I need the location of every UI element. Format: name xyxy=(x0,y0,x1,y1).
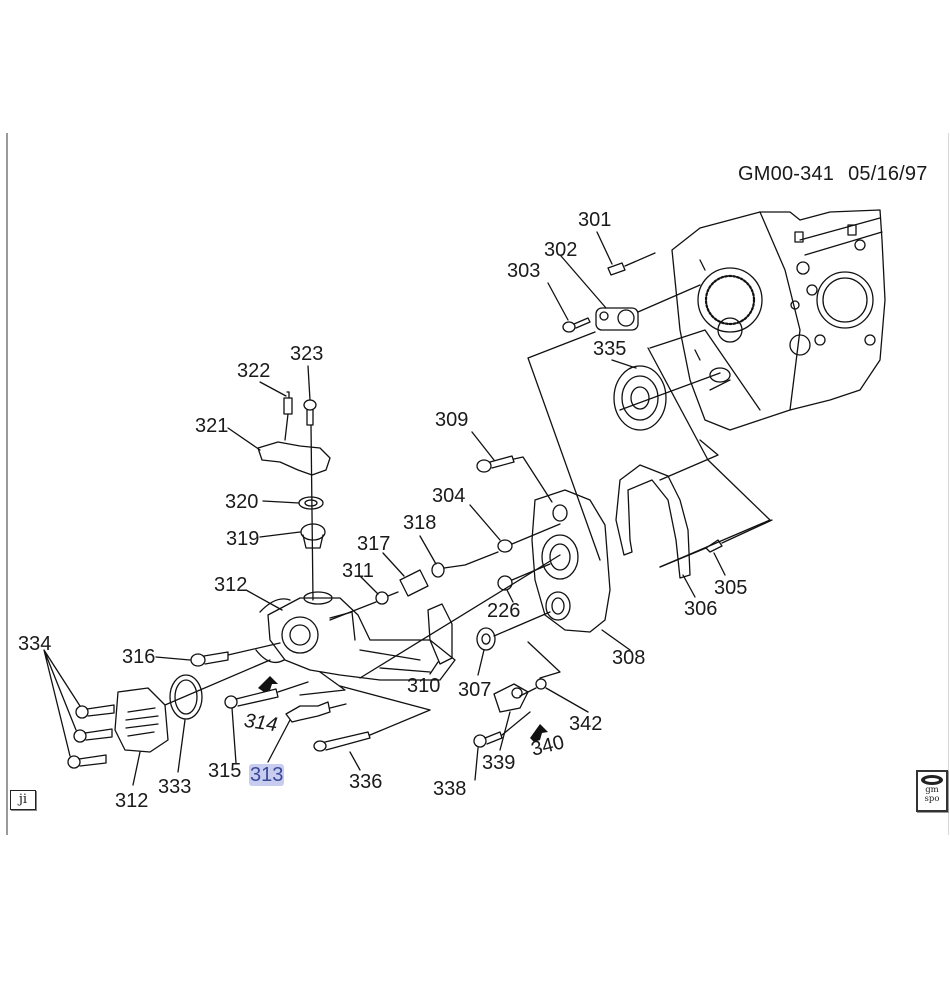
callout-317[interactable]: 317 xyxy=(357,533,391,555)
callout-311[interactable]: 311 xyxy=(342,560,374,582)
part-312-water-pump xyxy=(255,591,456,681)
callout-339[interactable]: 339 xyxy=(482,752,516,774)
part-342-oring xyxy=(535,678,547,690)
ji-label: ji xyxy=(18,792,28,807)
callout-342[interactable]: 342 xyxy=(569,713,603,735)
callout-318[interactable]: 318 xyxy=(403,512,437,534)
part-301-dowel xyxy=(607,262,626,276)
part-323-bolt xyxy=(303,399,317,426)
callout-304[interactable]: 304 xyxy=(432,485,466,507)
part-315-bolt xyxy=(224,688,279,709)
callout-314[interactable]: 314 xyxy=(242,709,279,737)
document-number: GM00-341 xyxy=(738,163,835,185)
part-306-gasket xyxy=(615,464,691,579)
part-338-bolt xyxy=(473,731,503,748)
callout-305[interactable]: 305 xyxy=(714,577,748,599)
part-322-sensor xyxy=(283,391,293,415)
callout-312-cover[interactable]: 312 xyxy=(115,790,149,812)
arrow-340 xyxy=(530,724,548,742)
callout-319[interactable]: 319 xyxy=(226,528,260,550)
callout-226[interactable]: 226 xyxy=(487,600,521,622)
callout-322[interactable]: 322 xyxy=(237,360,271,382)
callout-316[interactable]: 316 xyxy=(122,646,156,668)
part-311-ring xyxy=(375,591,389,605)
callout-309[interactable]: 309 xyxy=(435,409,469,431)
callout-308[interactable]: 308 xyxy=(612,647,646,669)
callout-307[interactable]: 307 xyxy=(458,679,492,701)
callout-315[interactable]: 315 xyxy=(208,760,242,782)
callout-323[interactable]: 323 xyxy=(290,343,324,365)
spo-icon-text: gm spo xyxy=(918,786,946,804)
callout-310[interactable]: 310 xyxy=(407,675,441,697)
arrow-314 xyxy=(258,676,278,692)
part-336-stud xyxy=(313,731,371,752)
callout-313-selected[interactable]: 313 xyxy=(249,764,285,786)
document-date: 05/16/97 xyxy=(848,163,928,185)
part-318-washer xyxy=(431,562,445,578)
callout-333[interactable]: 333 xyxy=(158,776,192,798)
callout-320[interactable]: 320 xyxy=(225,491,259,513)
part-335-seal xyxy=(613,365,667,431)
diagram-frame xyxy=(6,133,949,835)
callout-334[interactable]: 334 xyxy=(18,633,52,655)
part-304-bushing xyxy=(497,539,513,553)
engine-block-illustration xyxy=(671,209,886,431)
part-321-outlet-housing xyxy=(257,441,331,476)
callout-321[interactable]: 321 xyxy=(195,415,229,437)
part-313-sensor xyxy=(285,701,331,723)
part-334-bolts xyxy=(67,704,115,769)
part-303-bolt xyxy=(562,317,591,333)
part-307-seal xyxy=(476,627,496,651)
part-333-gasket xyxy=(169,674,203,720)
callout-306[interactable]: 306 xyxy=(684,598,718,620)
callout-312-pump[interactable]: 312 xyxy=(214,574,248,596)
callout-302[interactable]: 302 xyxy=(544,239,578,261)
part-316-bolt xyxy=(190,651,229,667)
part-339-sensor xyxy=(493,683,529,713)
part-317-sleeve xyxy=(399,569,429,597)
spo-icon-line1: gm xyxy=(925,785,939,795)
spo-oval-icon xyxy=(921,775,943,785)
ji-reference-button[interactable]: ji xyxy=(10,790,36,810)
part-305-dowel xyxy=(705,539,723,553)
part-308-front-cover xyxy=(531,489,611,633)
callout-338[interactable]: 338 xyxy=(433,778,467,800)
callout-303[interactable]: 303 xyxy=(507,260,541,282)
part-302-tensioner xyxy=(595,307,639,331)
spo-icon-line2: spo xyxy=(924,794,940,804)
callout-301[interactable]: 301 xyxy=(578,209,612,231)
part-310-gasket xyxy=(427,603,453,665)
part-320-oring xyxy=(298,496,324,510)
part-309-bolt xyxy=(476,455,515,473)
part-226-plug xyxy=(497,575,513,591)
callout-336[interactable]: 336 xyxy=(349,771,383,793)
gm-spo-icon[interactable]: gm spo xyxy=(916,770,948,812)
part-319-thermostat xyxy=(300,523,326,549)
part-312-cover xyxy=(114,687,169,753)
callout-335[interactable]: 335 xyxy=(593,338,627,360)
document-id-header: GM00-341 05/16/97 xyxy=(738,163,928,186)
